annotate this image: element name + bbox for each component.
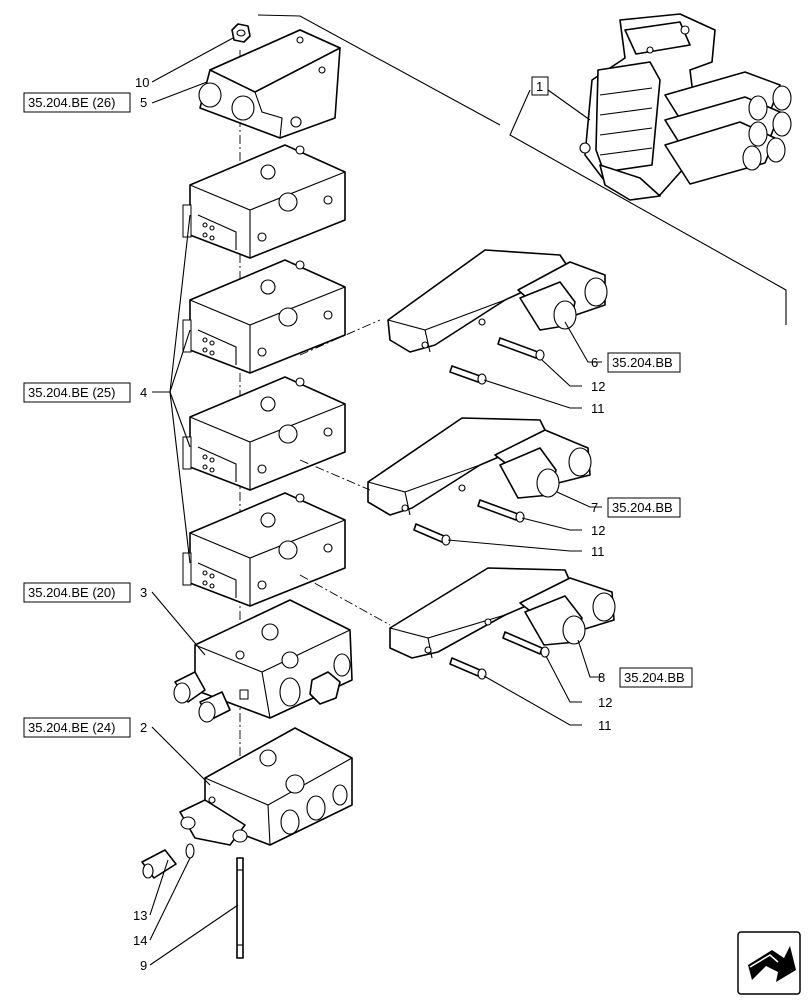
ref-label-overview: 1 (536, 79, 543, 94)
ref-label-part-2: 35.204.BE (24) (28, 720, 115, 735)
part-number-6: 6 (591, 355, 598, 370)
ref-label-part-3: 35.204.BE (20) (28, 585, 115, 600)
part-number-11c: 11 (598, 718, 612, 733)
part-number-4: 4 (140, 385, 147, 400)
part-number-12a: 12 (591, 379, 605, 394)
part-number-7: 7 (591, 500, 598, 515)
part-number-2: 2 (140, 720, 147, 735)
part-8-coupler-bracket (389, 567, 616, 680)
part-number-3: 3 (140, 585, 147, 600)
part-13-fitting (141, 849, 177, 879)
part-number-13: 13 (133, 908, 147, 923)
ref-label-part-4: 35.204.BE (25) (28, 385, 115, 400)
ref-label-part-5: 35.204.BE (26) (28, 95, 115, 110)
part-10-nut (231, 23, 251, 43)
part-number-12c: 12 (598, 695, 612, 710)
part-3-valve-section (173, 599, 353, 723)
part-4-valve-sections (182, 144, 346, 607)
overview-assembly (257, 13, 792, 325)
part-5-end-cover (198, 29, 341, 139)
part-2-inlet-section (179, 727, 353, 846)
ref-label-part-6: 35.204.BB (612, 355, 673, 370)
leader-lines (149, 37, 602, 966)
part-14-o-ring (185, 843, 195, 859)
part-number-9: 9 (140, 958, 147, 973)
part-7-coupler-bracket (367, 417, 592, 546)
reference-boxes (23, 76, 693, 738)
part-number-5: 5 (140, 95, 147, 110)
part-number-8: 8 (598, 670, 605, 685)
reference-labels: 35.204.BE (26) 35.204.BE (25) 35.204.BE … (28, 79, 685, 735)
part-number-10: 10 (135, 75, 149, 90)
part-9-tie-rod (236, 857, 244, 959)
ref-label-part-7: 35.204.BB (612, 500, 673, 515)
ref-label-part-8: 35.204.BB (624, 670, 685, 685)
part-number-11a: 11 (591, 401, 605, 416)
part-number-14: 14 (133, 933, 147, 948)
part-6-coupler-bracket (387, 249, 608, 385)
part-number-11b: 11 (591, 544, 605, 559)
part-number-12b: 12 (591, 523, 605, 538)
navigation-arrow-icon[interactable] (737, 931, 801, 995)
part-number-labels: 10 5 4 3 2 13 14 9 6 12 11 7 12 11 8 12 … (133, 75, 612, 973)
